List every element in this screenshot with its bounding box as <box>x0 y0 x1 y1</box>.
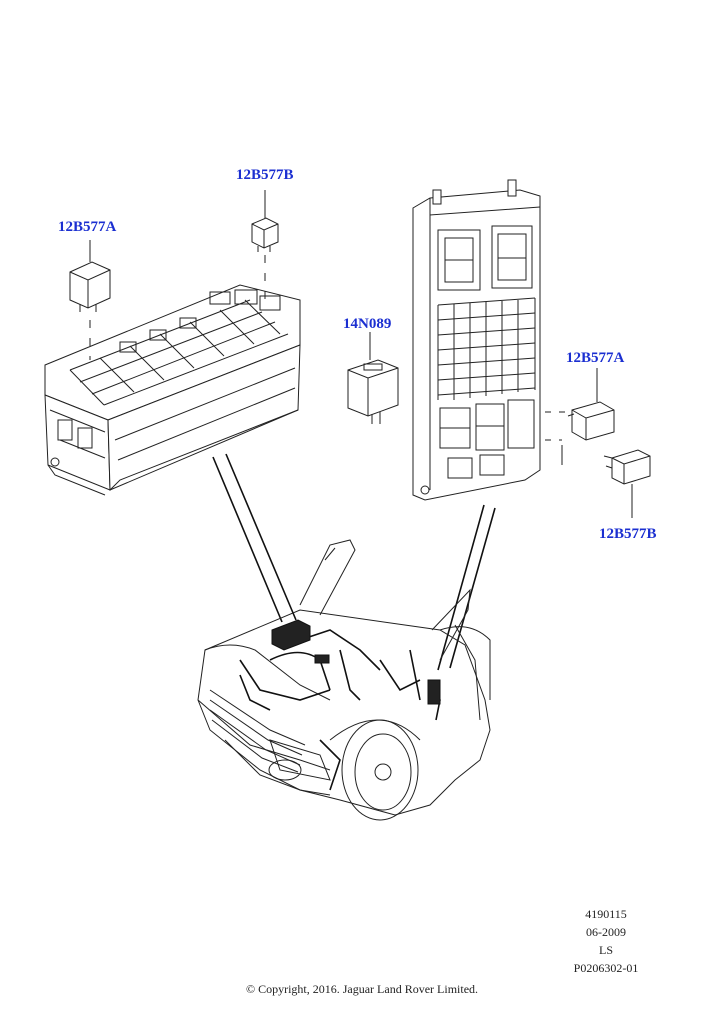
engine-fuse-box <box>44 284 301 496</box>
passenger-fuse-box <box>412 179 565 501</box>
callout-14n089[interactable]: 14N089 <box>343 316 392 332</box>
callout-12b577b-right[interactable]: 12B577B <box>599 526 657 542</box>
vehicle-front-view <box>197 453 496 821</box>
callout-12b577a-right[interactable]: 12B577A <box>566 350 625 366</box>
callout-12b577a-left[interactable]: 12B577A <box>58 219 117 235</box>
relay-12b577a-right[interactable] <box>567 368 615 441</box>
drawing-number: 4190115 <box>585 907 627 921</box>
relay-12b577b-top[interactable] <box>251 190 279 305</box>
drawing-initials: LS <box>598 943 613 957</box>
drawing-date: 06-2009 <box>586 925 626 939</box>
relay-12b577b-right[interactable] <box>603 449 651 518</box>
callout-12b577b-top[interactable]: 12B577B <box>236 167 294 183</box>
relay-12b577a-left[interactable] <box>69 240 111 360</box>
module-14n089[interactable] <box>347 332 399 424</box>
copyright-notice: © Copyright, 2016. Jaguar Land Rover Lim… <box>245 982 479 996</box>
part-reference: P0206302-01 <box>573 961 639 975</box>
